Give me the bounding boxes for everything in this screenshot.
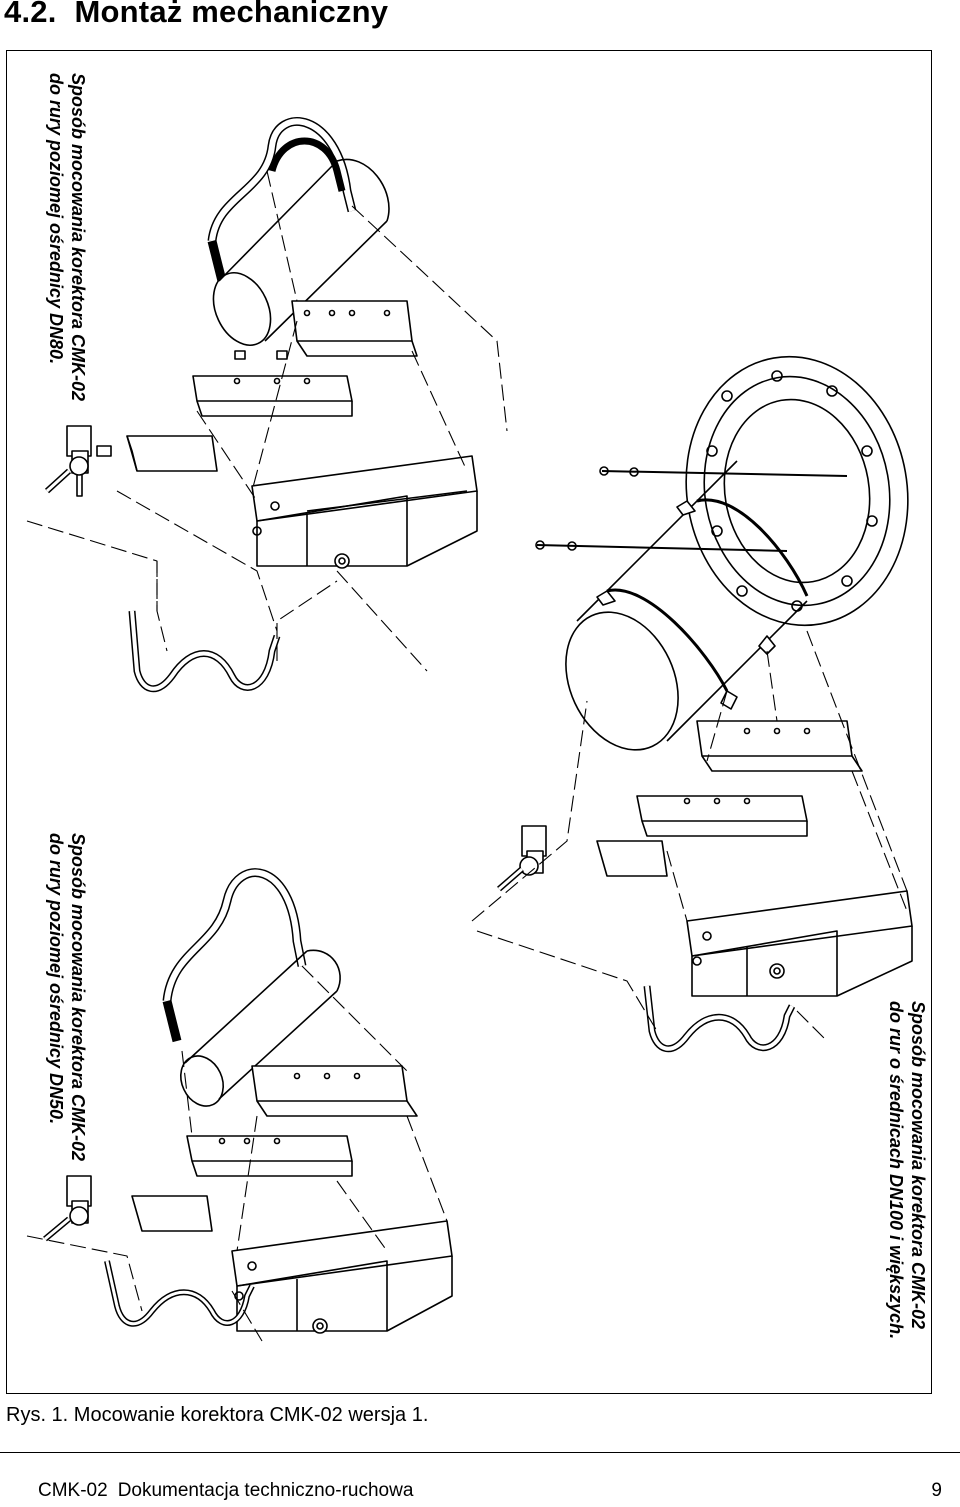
label-dn100: Sposób mocowania korektora CMK-02 do rur… bbox=[885, 1001, 929, 1339]
dn80-pipe bbox=[212, 158, 390, 346]
footer-document-title: CMK-02 Dokumentacja techniczno-ruchowa bbox=[38, 1480, 413, 1502]
label-dn50-line1: Sposób mocowania korektora CMK-02 bbox=[68, 833, 88, 1162]
mounting-drawing bbox=[26, 117, 913, 1342]
dn50-housing bbox=[231, 1220, 453, 1334]
footer-doc-title: Dokumentacja techniczno-ruchowa bbox=[117, 1480, 414, 1501]
dn80-valve bbox=[44, 425, 112, 497]
section-title: Montaż mechaniczny bbox=[74, 0, 389, 29]
section-heading: 4.2. Montaż mechaniczny bbox=[4, 0, 388, 30]
figure-frame: Sposób mocowania korektora CMK-02 do rur… bbox=[6, 50, 932, 1394]
label-dn80-line1: Sposób mocowania korektora CMK-02 bbox=[68, 73, 88, 402]
dn50-valve bbox=[43, 1175, 92, 1242]
label-dn80-line2: do rury poziomej ośrednicy DN80. bbox=[46, 73, 66, 365]
section-number: 4.2. bbox=[4, 0, 57, 29]
label-dn100-line2: do rur o średnicach DN100 i większych. bbox=[886, 1001, 906, 1340]
footer-doc-code: CMK-02 bbox=[38, 1480, 108, 1501]
dn50-pipe bbox=[180, 949, 341, 1107]
dn50-assembly bbox=[26, 868, 453, 1342]
dn100-valve bbox=[497, 825, 547, 892]
dn100-assembly bbox=[471, 355, 913, 1052]
dn100-flange bbox=[685, 355, 909, 627]
label-dn50-line2: do rury poziomej ośrednicy DN50. bbox=[46, 833, 66, 1125]
label-dn50: Sposób mocowania korektora CMK-02 do rur… bbox=[45, 833, 89, 1161]
dn100-housing bbox=[686, 890, 913, 997]
dn80-housing bbox=[251, 455, 478, 569]
dn80-assembly bbox=[26, 117, 508, 692]
label-dn80: Sposób mocowania korektora CMK-02 do rur… bbox=[45, 73, 89, 401]
page-number: 9 bbox=[931, 1480, 942, 1501]
figure-caption: Rys. 1. Mocowanie korektora CMK-02 wersj… bbox=[6, 1404, 429, 1426]
label-dn100-line1: Sposób mocowania korektora CMK-02 bbox=[908, 1001, 928, 1330]
footer-divider bbox=[0, 1452, 960, 1453]
